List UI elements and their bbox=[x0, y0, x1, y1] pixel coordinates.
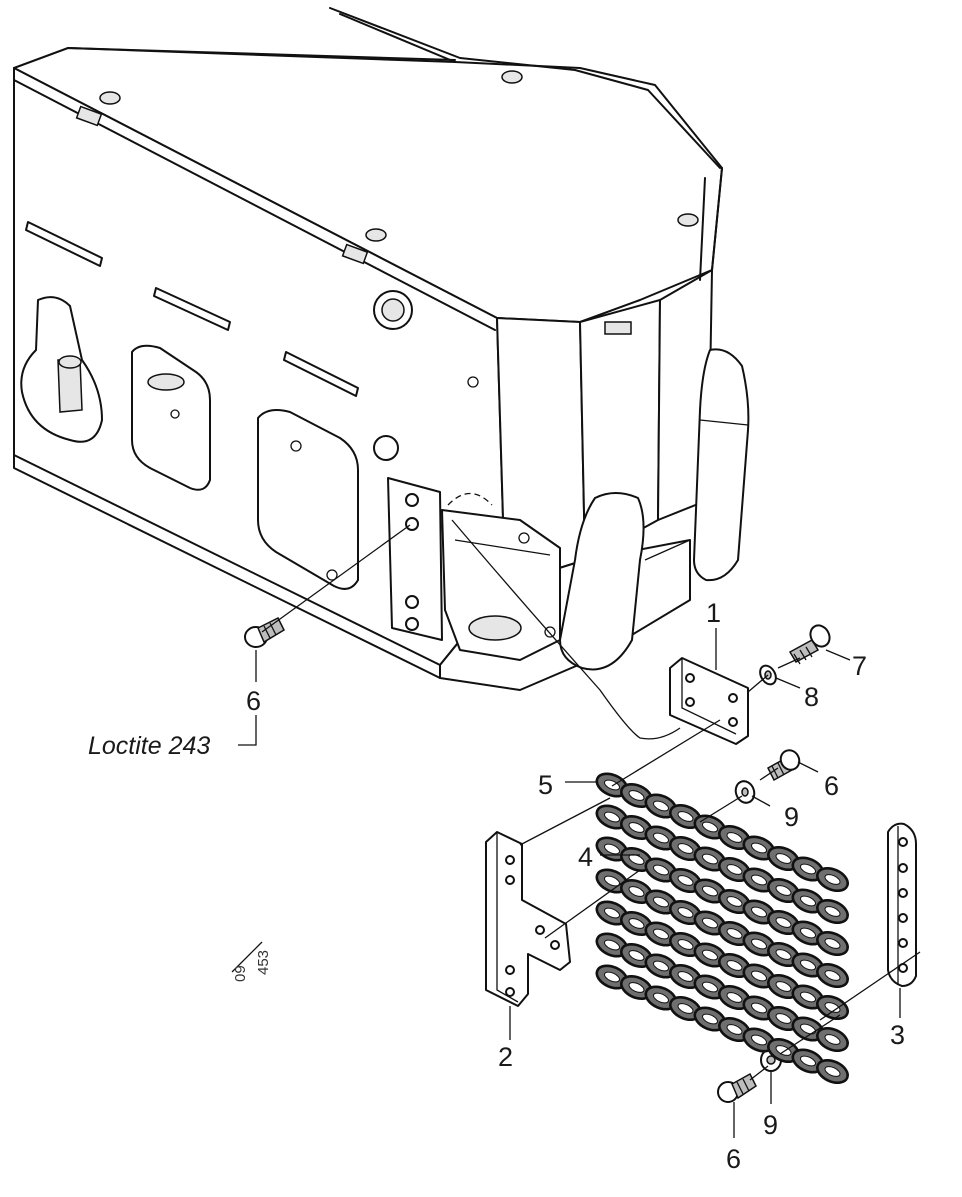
drawing-ref-right: 453 bbox=[255, 950, 272, 975]
chain-link-hole bbox=[751, 874, 767, 886]
chain-link-hole bbox=[800, 927, 816, 939]
chain-link-hole bbox=[628, 886, 645, 897]
chain-link-hole bbox=[726, 928, 743, 939]
chain-link-hole bbox=[604, 779, 620, 791]
chain-link-hole bbox=[653, 832, 669, 844]
chain-link-hole bbox=[604, 939, 620, 951]
chain-link-hole bbox=[604, 907, 620, 919]
chain-link-hole bbox=[726, 1024, 743, 1035]
chain-link-hole bbox=[604, 843, 620, 855]
chain-link-hole bbox=[628, 790, 645, 801]
chain-link-hole bbox=[628, 982, 645, 993]
part-3-strip bbox=[887, 822, 917, 987]
chain-link-hole bbox=[677, 875, 694, 886]
part-9-washer-upper bbox=[734, 780, 756, 804]
chain-link-hole bbox=[702, 821, 718, 833]
part-6-screw-upper-left bbox=[244, 616, 285, 648]
callout-9-upper: 9 bbox=[784, 802, 799, 832]
chain-link-hole bbox=[824, 1034, 841, 1045]
chain-link-hole bbox=[800, 895, 816, 907]
callout-8: 8 bbox=[804, 682, 819, 712]
chain-link-hole bbox=[628, 822, 645, 833]
chain-link-hole bbox=[653, 992, 669, 1004]
chain-link-hole bbox=[800, 1055, 816, 1067]
loctite-note: Loctite 243 bbox=[88, 732, 210, 760]
part-1-plate bbox=[669, 657, 749, 745]
chain-link-hole bbox=[751, 938, 767, 950]
chain-link-hole bbox=[677, 843, 694, 854]
chain-link-hole bbox=[677, 971, 694, 982]
chain-link-hole bbox=[653, 928, 669, 940]
chain-link-hole bbox=[824, 906, 841, 917]
chain-link-hole bbox=[775, 853, 792, 864]
chain-link-hole bbox=[604, 811, 620, 823]
callout-6-upper-left: 6 bbox=[246, 686, 261, 716]
machine-housing bbox=[13, 7, 750, 691]
chain-link-hole bbox=[775, 949, 792, 960]
chain-link-hole bbox=[800, 863, 816, 875]
chain-link-hole bbox=[751, 970, 767, 982]
chain-link-hole bbox=[751, 842, 767, 854]
chain-link-hole bbox=[800, 1023, 816, 1035]
callout-3: 3 bbox=[890, 1020, 905, 1050]
chain-link-hole bbox=[702, 917, 718, 929]
callout-7: 7 bbox=[852, 651, 867, 681]
chain-link-hole bbox=[702, 981, 718, 993]
part-6-screw-bottom bbox=[717, 1072, 757, 1103]
chain-link-hole bbox=[726, 864, 743, 875]
callout-6-mid: 6 bbox=[824, 771, 839, 801]
chain-link-hole bbox=[628, 854, 645, 865]
chain-link-hole bbox=[824, 1066, 841, 1077]
chain-link-hole bbox=[726, 960, 743, 971]
chain-link-hole bbox=[824, 938, 841, 949]
part-7-screw bbox=[788, 624, 831, 665]
callout-labels: 1 7 8 6 Loctite 243 5 6 9 4 2 3 9 6 bbox=[88, 598, 905, 1174]
chain-link-hole bbox=[677, 811, 694, 822]
chain-link-hole bbox=[677, 907, 694, 918]
chain-link-hole bbox=[824, 1002, 841, 1013]
part-2-t-bracket bbox=[485, 831, 571, 1007]
chain-link-hole bbox=[653, 896, 669, 908]
chain-link-hole bbox=[775, 885, 792, 896]
chain-link-hole bbox=[800, 959, 816, 971]
chain-link-hole bbox=[702, 949, 718, 961]
chain-link-hole bbox=[677, 939, 694, 950]
chain-link-hole bbox=[775, 1013, 792, 1024]
chain-link-hole bbox=[702, 885, 718, 897]
chain-link-hole bbox=[726, 832, 743, 843]
chain-link-hole bbox=[726, 992, 743, 1003]
chain-link-hole bbox=[653, 960, 669, 972]
chain-link-hole bbox=[751, 1034, 767, 1046]
chain-link-hole bbox=[824, 970, 841, 981]
chain-link-hole bbox=[824, 874, 841, 885]
chain-mesh bbox=[595, 772, 849, 1085]
callout-1: 1 bbox=[706, 598, 721, 628]
chain-link-hole bbox=[653, 800, 669, 812]
drawing-reference: 09 453 bbox=[232, 950, 272, 982]
chain-link-hole bbox=[702, 1013, 718, 1025]
callout-5: 5 bbox=[538, 770, 553, 800]
chain-link-hole bbox=[604, 971, 620, 983]
chain-link-hole bbox=[653, 864, 669, 876]
chain-link-hole bbox=[775, 917, 792, 928]
chain-link-hole bbox=[751, 1002, 767, 1014]
chain-link-hole bbox=[628, 918, 645, 929]
assembly-leader-lines bbox=[231, 519, 921, 1138]
chain-link-hole bbox=[775, 1045, 792, 1056]
chain-link-hole bbox=[800, 991, 816, 1003]
chain-link-hole bbox=[677, 1003, 694, 1014]
chain-link-hole bbox=[726, 896, 743, 907]
callout-2: 2 bbox=[498, 1042, 513, 1072]
chain-link-hole bbox=[751, 906, 767, 918]
chain-link-hole bbox=[628, 950, 645, 961]
part-6-screw-mid bbox=[767, 749, 801, 782]
callout-9-lower: 9 bbox=[763, 1110, 778, 1140]
callout-6-bottom: 6 bbox=[726, 1144, 741, 1174]
callout-4: 4 bbox=[578, 842, 593, 872]
drawing-ref-left: 09 bbox=[232, 965, 249, 982]
chain-link-hole bbox=[702, 853, 718, 865]
chain-link-hole bbox=[775, 981, 792, 992]
